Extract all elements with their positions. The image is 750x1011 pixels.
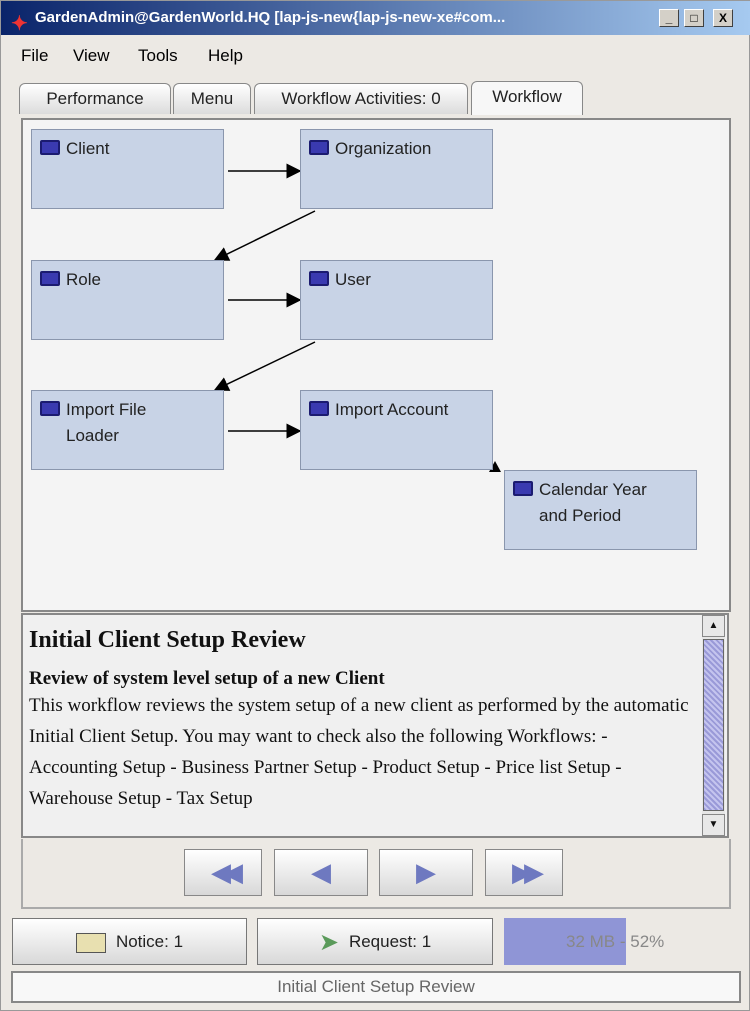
- request-button[interactable]: ➤Request: 1: [257, 918, 493, 965]
- node-import-account[interactable]: Import Account: [300, 390, 493, 470]
- description-title: Initial Client Setup Review: [29, 627, 306, 653]
- computer-icon: [40, 271, 60, 286]
- window-title: GardenAdmin@GardenWorld.HQ [lap-js-new{l…: [35, 9, 506, 26]
- computer-icon: [513, 481, 533, 496]
- scroll-up-button[interactable]: ▲: [702, 615, 725, 637]
- notice-button[interactable]: Notice: 1: [12, 918, 247, 965]
- node-calendar-year-period[interactable]: Calendar Year and Period: [504, 470, 697, 550]
- workflow-description: Initial Client Setup Review Review of sy…: [21, 613, 729, 838]
- last-button[interactable]: ▶▶: [485, 849, 563, 896]
- menu-help[interactable]: Help: [208, 46, 243, 65]
- computer-icon: [309, 401, 329, 416]
- minimize-button[interactable]: _: [659, 9, 679, 27]
- tab-workflow[interactable]: Workflow: [471, 81, 583, 115]
- first-button[interactable]: ◀◀: [184, 849, 262, 896]
- notice-icon: [75, 932, 106, 953]
- node-user[interactable]: User: [300, 260, 493, 340]
- menu-tools[interactable]: Tools: [138, 46, 178, 65]
- arrow-organization-role: [213, 210, 316, 261]
- menu-file[interactable]: File: [21, 46, 49, 65]
- tab-menu[interactable]: Menu: [173, 83, 251, 114]
- navigation-panel: [21, 839, 731, 909]
- previous-button[interactable]: ◀: [274, 849, 368, 896]
- node-organization[interactable]: Organization: [300, 129, 493, 209]
- close-button[interactable]: X: [713, 9, 733, 27]
- node-client[interactable]: Client: [31, 129, 224, 209]
- node-role[interactable]: Role: [31, 260, 224, 340]
- next-button[interactable]: ▶: [379, 849, 473, 896]
- app-icon: ✦: [11, 13, 28, 35]
- status-bar: Initial Client Setup Review: [11, 971, 741, 1003]
- vertical-scrollbar[interactable]: ▲ ▼: [702, 615, 725, 836]
- scroll-thumb[interactable]: [703, 639, 724, 811]
- description-subtitle: Review of system level setup of a new Cl…: [29, 668, 385, 689]
- scroll-down-button[interactable]: ▼: [702, 814, 725, 836]
- arrow-user-importfile: [213, 341, 316, 391]
- request-icon: ➤: [318, 929, 339, 957]
- title-bar: ✦ GardenAdmin@GardenWorld.HQ [lap-js-new…: [1, 1, 750, 35]
- computer-icon: [309, 140, 329, 155]
- memory-indicator[interactable]: 32 MB - 52%: [504, 918, 684, 965]
- menu-view[interactable]: View: [73, 46, 110, 65]
- menu-bar: File View Tools Help: [1, 43, 750, 71]
- maximize-button[interactable]: □: [684, 9, 704, 27]
- memory-bar-fill: [504, 918, 627, 965]
- memory-text: 32 MB - 52%: [566, 932, 665, 951]
- tab-workflow-activities[interactable]: Workflow Activities: 0: [254, 83, 468, 114]
- computer-icon: [309, 271, 329, 286]
- description-body: This workflow reviews the system setup o…: [29, 695, 689, 809]
- node-import-file-loader[interactable]: Import File Loader: [31, 390, 224, 470]
- tab-performance[interactable]: Performance: [19, 83, 171, 114]
- computer-icon: [40, 140, 60, 155]
- workflow-diagram: Client Organization Role User Import Fil…: [21, 118, 731, 612]
- computer-icon: [40, 401, 60, 416]
